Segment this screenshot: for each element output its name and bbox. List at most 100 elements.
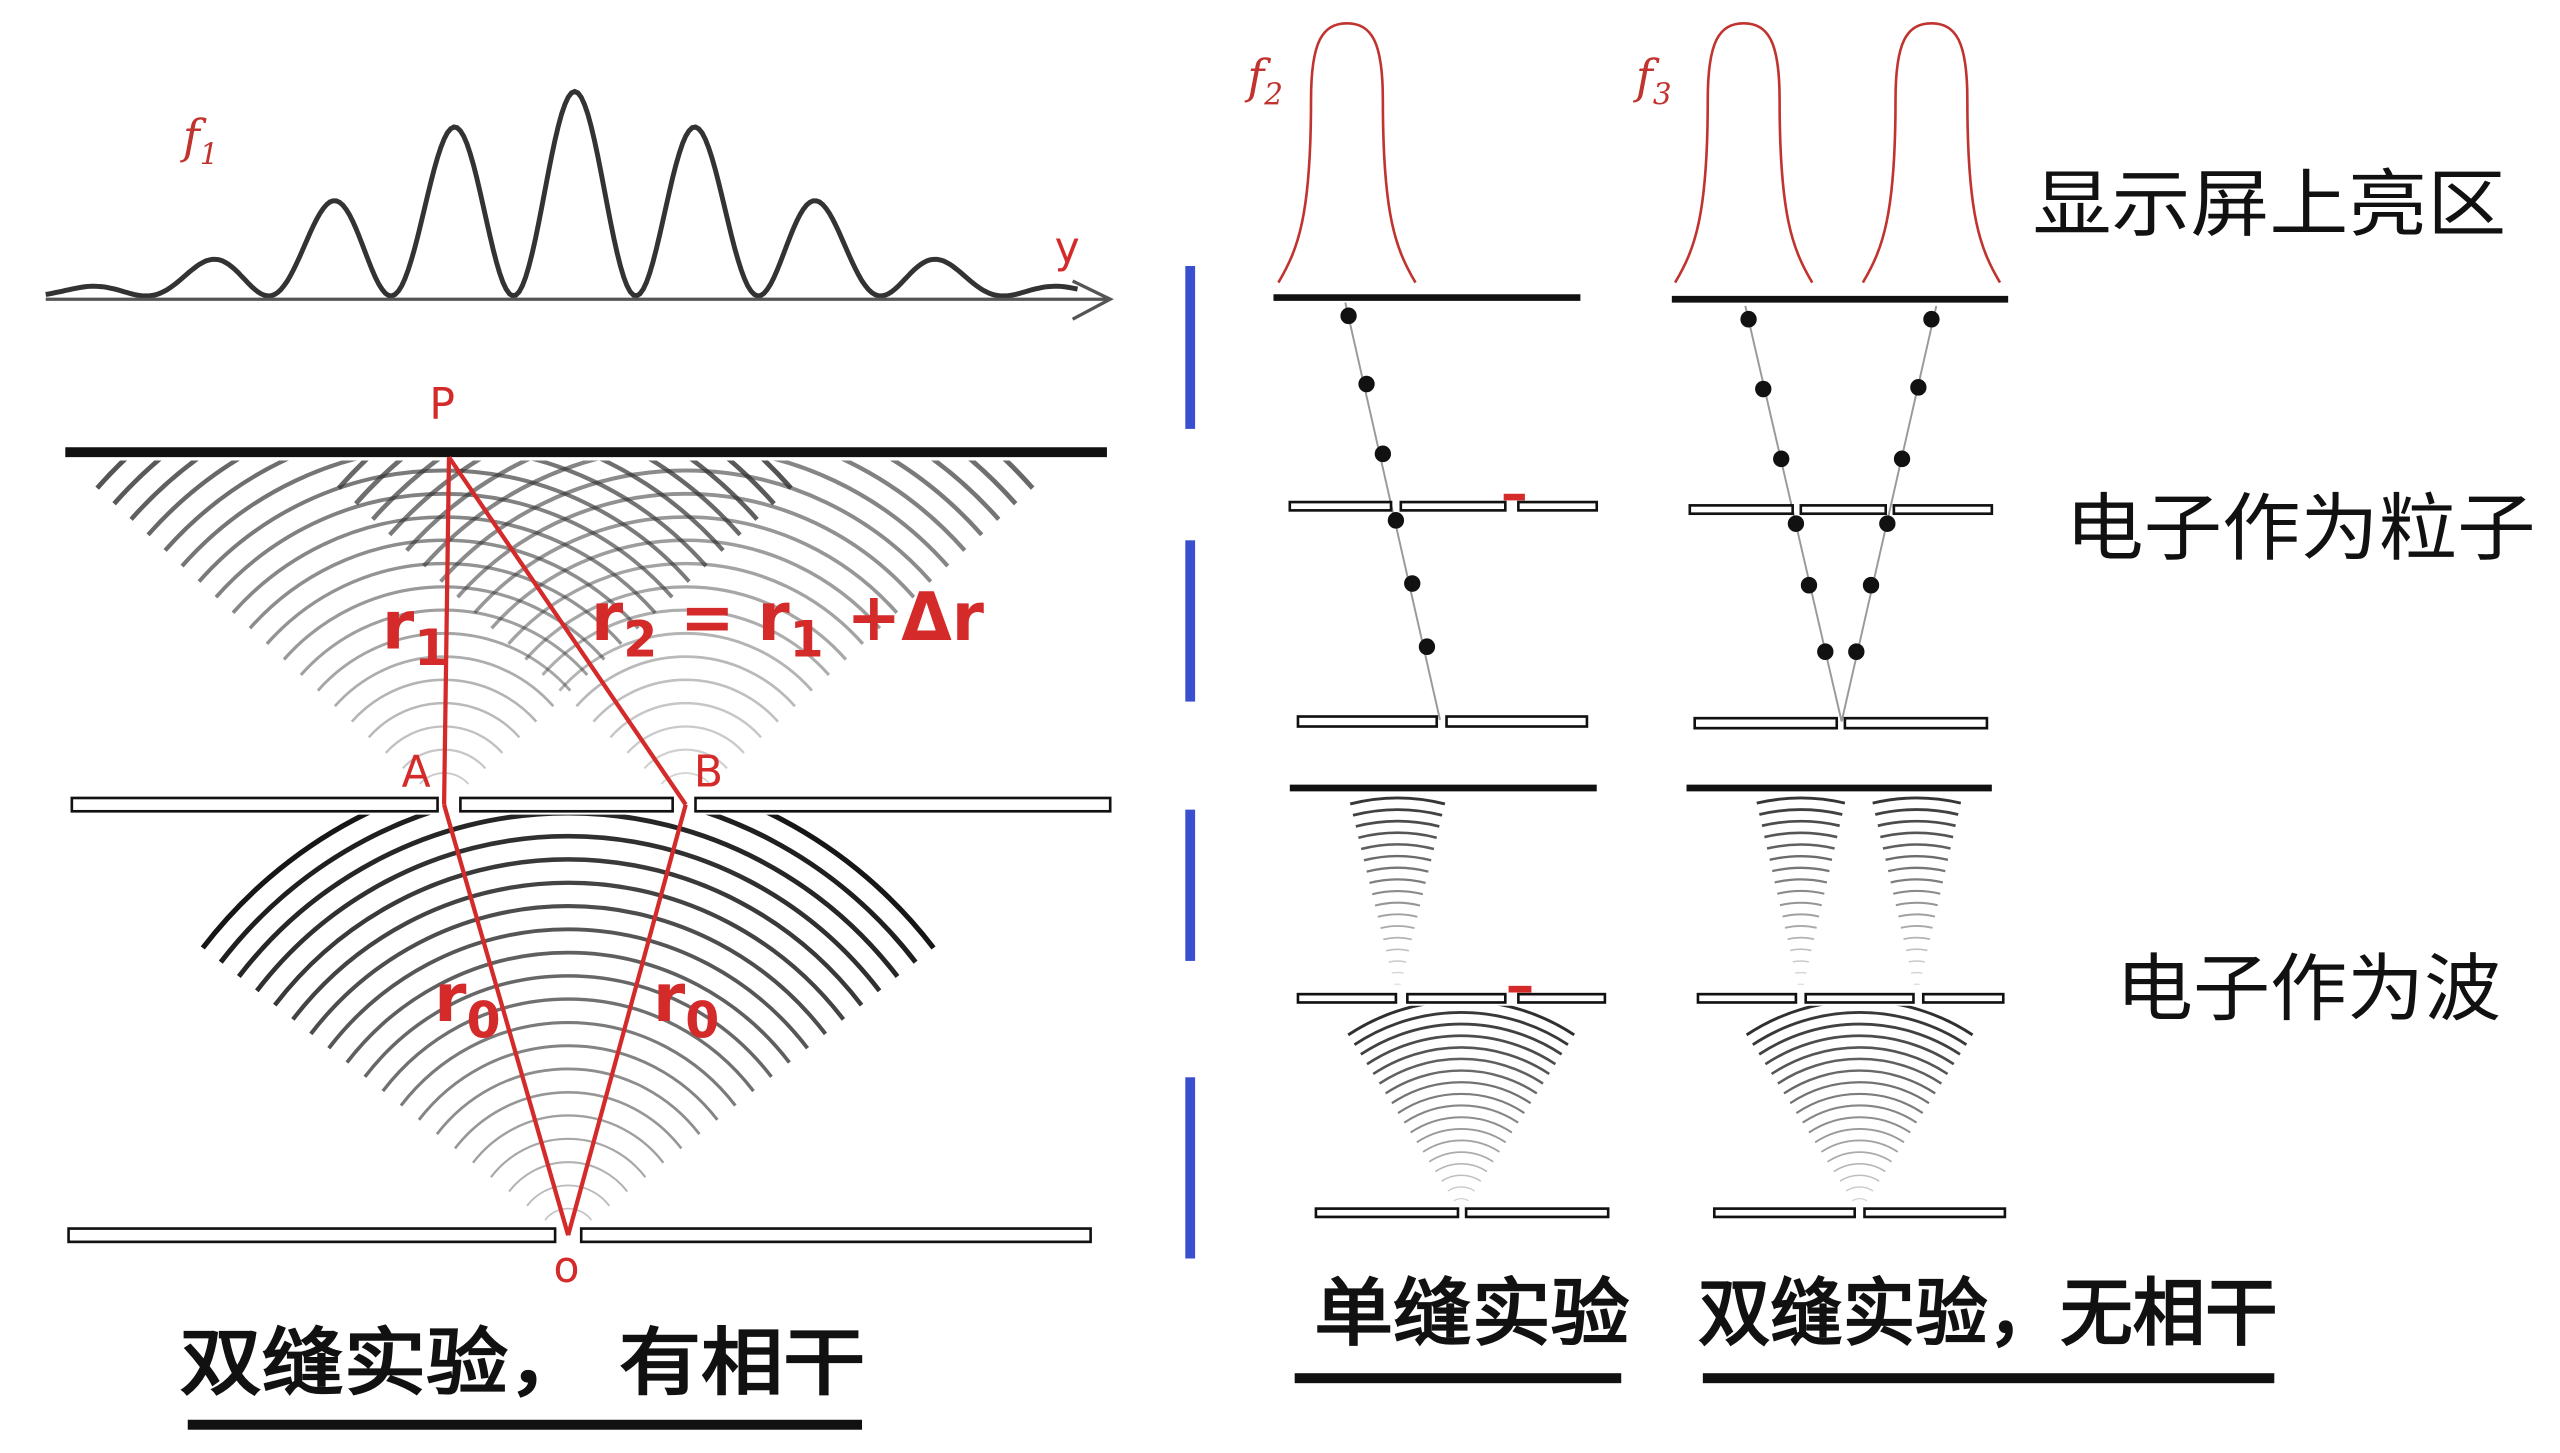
slit-plate-segment <box>1804 992 1915 1004</box>
wave-arc <box>345 950 791 1064</box>
intensity-curve-f1 <box>45 88 1079 299</box>
slit-plate-segment <box>1406 992 1507 1004</box>
wave-arc <box>1787 936 1815 940</box>
y-axis-arrowhead <box>1071 279 1114 321</box>
source-plate-wave <box>1712 1207 2007 1219</box>
divider-bar <box>1185 809 1196 961</box>
wave-arc <box>1789 1081 1930 1105</box>
r0-right-base: r <box>653 959 686 1037</box>
wave-arc <box>1764 1034 1955 1066</box>
wave-arc <box>1882 843 1951 850</box>
r0-left-sub: 0 <box>466 991 500 1050</box>
source-plate-segment <box>579 1227 1092 1244</box>
slit-plate-segment <box>459 796 674 813</box>
slit-plate-segment <box>1799 504 1888 516</box>
wave-arc <box>1397 1092 1525 1114</box>
electron-dot <box>1740 310 1757 328</box>
right-panel: f3 <box>1633 21 2278 1384</box>
wave-arc <box>214 491 674 599</box>
wave-arc <box>456 491 916 599</box>
wave-arc <box>1764 831 1838 839</box>
wave-arc <box>265 561 623 646</box>
wave-arc <box>309 904 828 1036</box>
r2-rhs-base: r <box>757 579 790 657</box>
wave-arc <box>291 880 846 1021</box>
wavefronts-from-source <box>200 814 936 1221</box>
path-line-p-a <box>441 457 452 805</box>
wave-arc <box>1369 878 1426 885</box>
path-line-b-o <box>566 804 688 1236</box>
point-a-label: A <box>402 747 431 797</box>
electron-dot <box>1358 375 1375 393</box>
row-label-screen: 显示屏上亮区 <box>2033 163 2506 248</box>
wave-arc <box>1887 866 1946 873</box>
wave-arc <box>363 974 773 1078</box>
slit-plate-segment <box>694 796 1112 813</box>
wave-arc <box>472 1114 665 1164</box>
wave-arc <box>454 1091 683 1150</box>
r2-base: r <box>591 579 624 657</box>
source-plate-segment <box>1693 716 1839 730</box>
electron-dots <box>1740 310 1940 661</box>
electron-dot <box>1340 307 1357 325</box>
wave-arc <box>197 468 691 583</box>
wave-arc <box>1874 808 1959 816</box>
wave-arc <box>1391 971 1404 974</box>
wave-arc <box>1377 913 1418 918</box>
f2-label: f2 <box>1244 50 1283 112</box>
wave-arc <box>1839 1174 1880 1182</box>
wave-arc <box>592 678 779 723</box>
intensity-peak-f3-left <box>1673 21 1814 284</box>
source-plate-wave <box>1314 1207 1610 1219</box>
wave-arc <box>1779 901 1822 907</box>
middle-caption-underline <box>1294 1373 1622 1384</box>
wave-arc <box>1892 889 1941 895</box>
wave-arc <box>1366 1034 1557 1066</box>
middle-plate-particle <box>1688 504 1994 516</box>
wave-arc <box>526 1184 611 1207</box>
wave-arc <box>1872 796 1962 805</box>
wave-arc <box>1434 1162 1488 1173</box>
left-caption-underline <box>187 1419 863 1430</box>
row-labels: 显示屏上亮区 电子作为粒子 电子作为波 <box>2033 163 2536 1032</box>
wave-arc <box>1827 1151 1893 1163</box>
wavefronts-from-source <box>1745 1005 1974 1202</box>
wave-arc <box>1360 843 1435 851</box>
source-plate-segment <box>1712 1207 1856 1219</box>
wave-arc <box>508 1161 629 1193</box>
electron-dot <box>1800 576 1818 594</box>
wave-arc <box>439 468 933 583</box>
wave-arc <box>1360 1022 1563 1056</box>
right-caption: 双缝实验，无相干 <box>1698 1272 2278 1357</box>
closed-slit-marker <box>1508 985 1532 993</box>
path-line-a-o <box>442 804 571 1236</box>
wave-arc <box>1347 1005 1575 1037</box>
wave-arc <box>1792 960 1809 963</box>
divider-bar <box>1185 265 1196 429</box>
wave-arc <box>1447 1186 1475 1192</box>
wave-arc <box>327 927 810 1050</box>
source-plate-segment <box>67 1227 557 1244</box>
source-plate-segment <box>1464 1207 1610 1219</box>
wave-arc <box>1770 1046 1949 1076</box>
wave-arc <box>1890 878 1944 884</box>
wave-arc <box>1380 925 1415 930</box>
wave-arc <box>180 460 708 568</box>
electron-dot <box>1879 515 1896 532</box>
wave-arc <box>1833 1162 1886 1173</box>
y-axis-label: y <box>1055 223 1080 273</box>
electron-dot <box>1923 310 1940 328</box>
wave-arc <box>273 857 864 1007</box>
r0-left-base: r <box>434 959 467 1037</box>
wave-arc <box>1384 1069 1538 1095</box>
wave-arc <box>1808 1116 1911 1134</box>
wave-arc <box>609 702 762 739</box>
wave-arc <box>1371 890 1424 896</box>
source-plate-particle <box>1693 716 1989 730</box>
electron-dot <box>1755 380 1772 398</box>
wave-arc <box>1745 1005 1974 1037</box>
point-p-label: P <box>429 380 455 430</box>
wave-arc <box>1795 1092 1924 1114</box>
slit-plate-segment <box>1517 500 1599 512</box>
wave-arc <box>218 814 918 964</box>
